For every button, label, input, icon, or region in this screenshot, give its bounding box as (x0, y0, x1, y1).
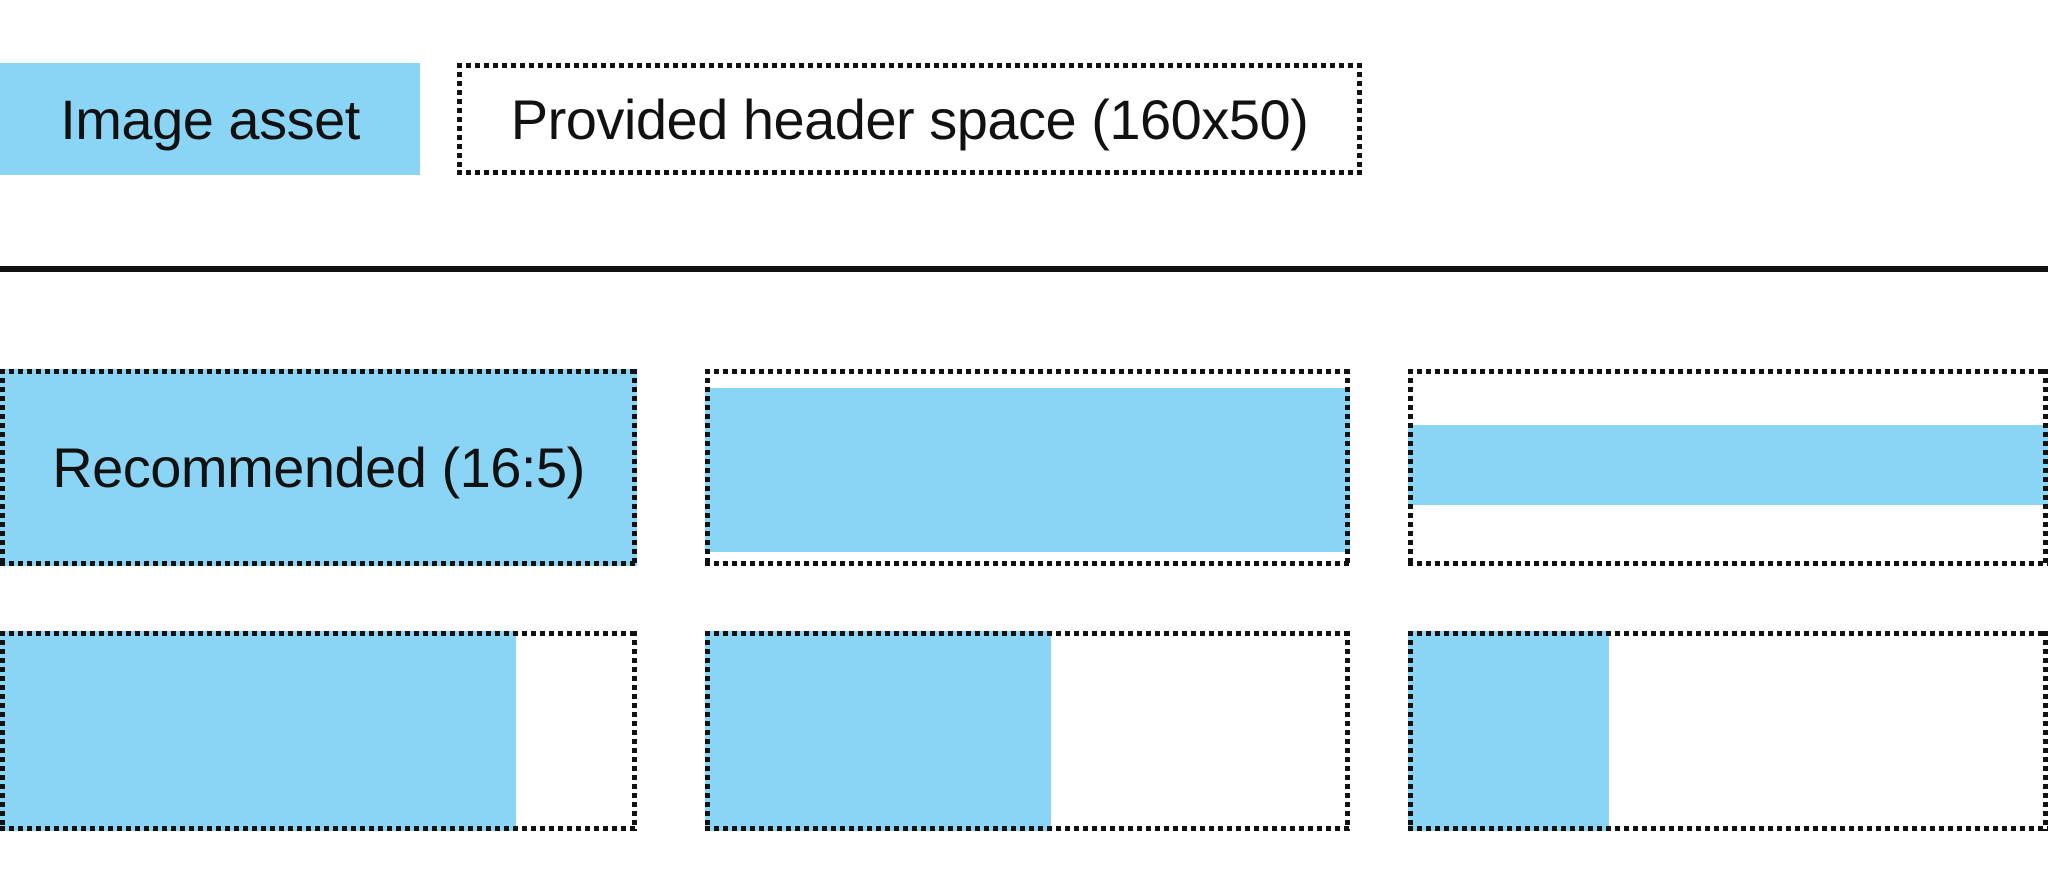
image-asset-fill-r1c1 (0, 369, 637, 566)
legend-header-space-box: Provided header space (160x50) (457, 63, 1362, 175)
header-space-box-r2c1 (0, 631, 637, 831)
header-space-box-r2c2 (705, 631, 1350, 831)
header-space-box-r1c1: Recommended (16:5) (0, 369, 637, 566)
image-asset-fill-r2c1 (0, 631, 516, 831)
image-asset-fill-r1c3 (1408, 425, 2048, 505)
header-space-box-r1c3 (1408, 369, 2048, 566)
header-space-box-r2c3 (1408, 631, 2048, 831)
image-asset-fill-r2c3 (1408, 631, 1609, 831)
legend-header-space-label: Provided header space (160x50) (510, 87, 1309, 151)
image-asset-fill-r1c2 (705, 388, 1350, 552)
legend-image-asset-swatch: Image asset (0, 63, 420, 175)
recommended-label: Recommended (16:5) (52, 436, 585, 499)
section-divider (0, 266, 2048, 272)
legend-image-asset-label: Image asset (60, 87, 360, 151)
image-asset-fill-r2c2 (705, 631, 1051, 831)
header-space-box-r1c2 (705, 369, 1350, 566)
